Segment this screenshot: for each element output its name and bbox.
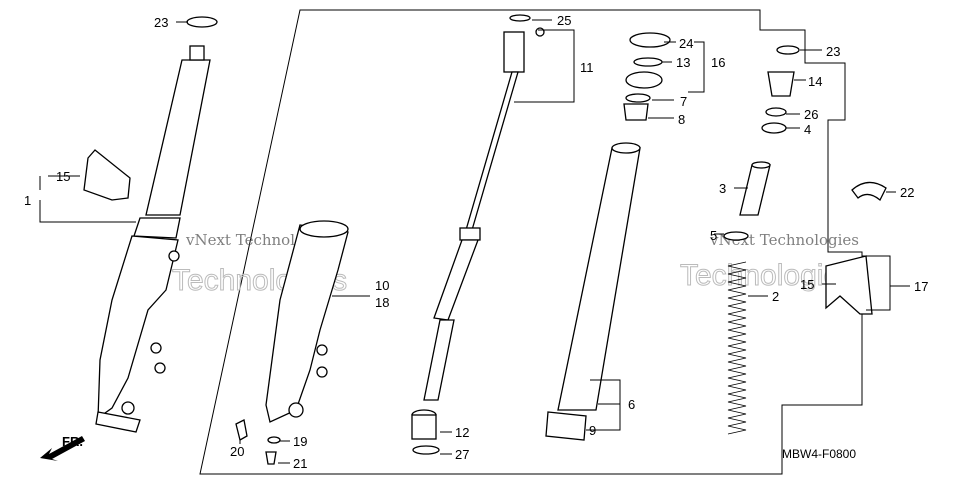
callout-21: 21	[293, 456, 307, 471]
callout-3: 3	[719, 181, 726, 196]
spacer-part	[751, 161, 771, 169]
dust-seal-part	[629, 32, 671, 48]
callout-2: 2	[772, 289, 779, 304]
bolt-part	[235, 419, 248, 441]
guide-bushing-part	[623, 103, 649, 121]
oil-seal-part	[625, 71, 663, 89]
fork-bolt-part	[767, 71, 795, 97]
clip-part	[851, 181, 887, 202]
callout-8: 8	[678, 112, 685, 127]
o-ring-part	[765, 107, 787, 117]
callout-24: 24	[679, 36, 693, 51]
small-ring-part	[509, 14, 531, 22]
slide-bushing-part	[545, 411, 587, 441]
callout-5: 5	[710, 228, 717, 243]
callout-labels: 23 15 1 10 18 25 11 24 13 16 7 8 23 14 2…	[24, 13, 928, 471]
screw-part	[265, 451, 277, 465]
callout-4: 4	[804, 122, 811, 137]
small-ring-part	[535, 27, 545, 37]
sealing-washer-part	[412, 445, 440, 455]
callout-16: 16	[711, 55, 725, 70]
callout-15: 15	[800, 277, 814, 292]
callout-6: 6	[628, 397, 635, 412]
o-ring-part	[776, 45, 800, 55]
oil-seal-ring-part	[186, 16, 218, 28]
damper-rod-part	[423, 31, 525, 401]
oil-lock-piece-part	[411, 414, 437, 440]
callout-23: 23	[154, 15, 168, 30]
callout-14: 14	[808, 74, 822, 89]
fork-spring-part	[727, 261, 747, 435]
diagram-code: MBW4-F0800	[782, 447, 856, 461]
callout-25: 25	[557, 13, 571, 28]
callout-13: 13	[676, 55, 690, 70]
front-direction-label: FR.	[62, 434, 83, 449]
fork-pipe-part	[557, 147, 641, 411]
leader-lines	[39, 19, 910, 464]
front-direction-arrow-icon	[40, 436, 85, 461]
washer-part	[267, 436, 281, 444]
group-boundary-line	[199, 9, 863, 475]
callout-9: 9	[589, 423, 596, 438]
callout-12: 12	[455, 425, 469, 440]
callout-23: 23	[826, 44, 840, 59]
callout-20: 20	[230, 444, 244, 459]
callout-7: 7	[680, 94, 687, 109]
spacer-part	[739, 164, 771, 216]
outer-tube-part	[265, 220, 349, 423]
callout-18: 18	[375, 295, 389, 310]
callout-26: 26	[804, 107, 818, 122]
fork-guard-part	[825, 255, 873, 315]
callout-10: 10	[375, 278, 389, 293]
callout-22: 22	[900, 185, 914, 200]
callout-19: 19	[293, 434, 307, 449]
callout-11: 11	[580, 60, 594, 75]
fork-guard-part	[83, 149, 131, 201]
callout-15: 15	[56, 169, 70, 184]
washer-part	[723, 231, 749, 241]
clip-part	[633, 57, 663, 67]
nut-part	[761, 122, 787, 134]
fork-pipe-part	[611, 142, 641, 154]
callout-1: 1	[24, 193, 31, 208]
fork-assembly-part	[95, 45, 211, 433]
back-up-ring-part	[625, 93, 651, 103]
callout-27: 27	[455, 447, 469, 462]
callout-17: 17	[914, 279, 928, 294]
